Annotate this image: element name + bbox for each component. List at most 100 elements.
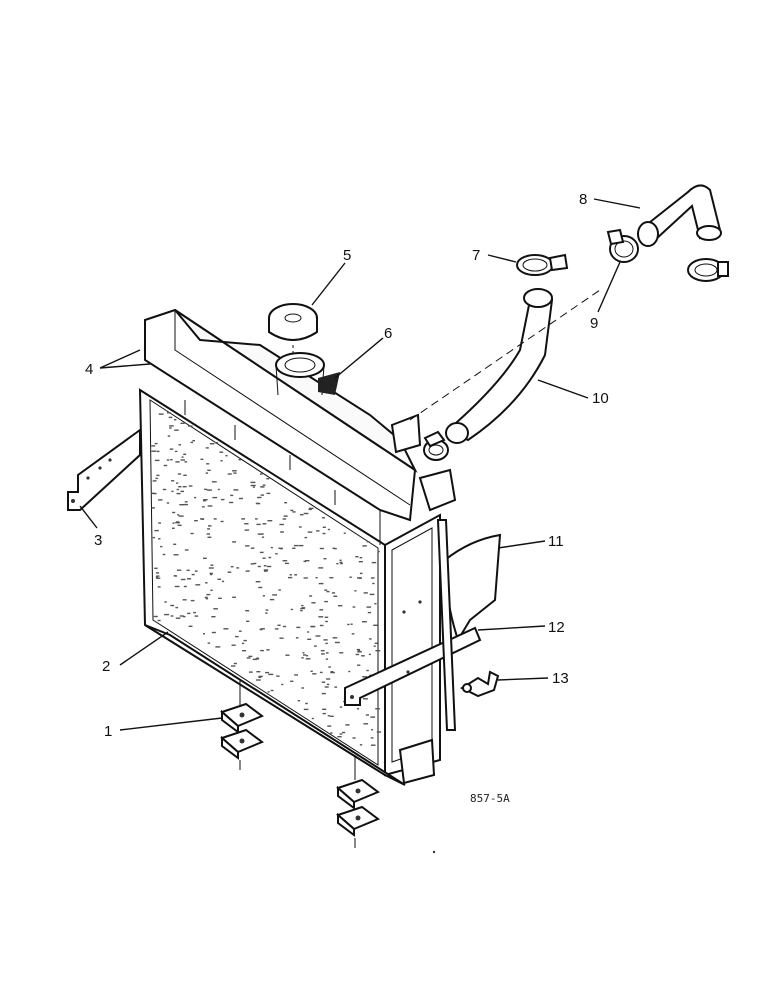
figure-reference-code: 857-5A (470, 792, 510, 805)
core-fin-mark (175, 461, 180, 463)
core-fin-mark (170, 604, 175, 607)
core-fin-mark (260, 649, 264, 652)
core-fin-mark (369, 638, 372, 640)
core-fin-mark (376, 731, 382, 733)
core-fin-mark (294, 574, 298, 576)
core-fin-mark (299, 526, 302, 528)
core-fin-mark (182, 615, 186, 618)
core-fin-mark (259, 551, 264, 554)
core-fin-mark (307, 531, 313, 533)
core-fin-mark (162, 553, 166, 556)
core-fin-mark (241, 518, 245, 520)
core-fin-mark (261, 533, 264, 535)
core-fin-mark (205, 447, 209, 449)
core-fin-mark (284, 502, 288, 504)
core-fin-mark (178, 515, 184, 517)
core-fin-mark (193, 611, 196, 614)
core-fin-mark (232, 596, 236, 598)
core-fin-mark (236, 567, 240, 569)
core-fin-mark (262, 523, 267, 525)
core-fin-mark (326, 678, 331, 680)
core-fin-mark (162, 488, 167, 491)
core-fin-mark (235, 635, 239, 638)
core-fin-mark (267, 691, 270, 693)
core-fin-mark (154, 567, 158, 569)
core-fin-mark (166, 502, 170, 504)
core-fin-mark (167, 412, 171, 414)
core-fin-mark (168, 416, 173, 419)
core-fin-mark (172, 522, 175, 524)
core-fin-mark (255, 658, 260, 660)
core-fin-mark (256, 671, 261, 673)
core-fin-mark (172, 511, 176, 514)
core-fin-mark (245, 545, 250, 547)
core-fin-mark (205, 472, 209, 474)
core-fin-mark (260, 494, 264, 496)
core-fin-mark (356, 648, 360, 651)
core-fin-mark (343, 532, 346, 534)
core-fin-mark (175, 606, 179, 609)
core-fin-mark (340, 562, 343, 565)
core-fin-mark (209, 572, 213, 575)
core-fin-mark (171, 490, 174, 493)
core-fin-mark (207, 642, 211, 644)
core-fin-mark (295, 637, 299, 639)
core-fin-mark (183, 585, 187, 588)
core-fin-mark (184, 501, 188, 503)
core-fin-mark (245, 610, 250, 612)
core-fin-mark (175, 450, 178, 453)
rubber-mounts (220, 680, 380, 848)
core-fin-mark (204, 596, 208, 599)
core-fin-mark (169, 448, 174, 450)
core-fin-mark (266, 565, 272, 568)
core-fin-mark (213, 608, 218, 610)
core-fin-mark (215, 646, 221, 648)
core-fin-mark (277, 624, 281, 626)
core-fin-mark (362, 621, 367, 623)
core-fin-mark (177, 524, 182, 526)
core-fin-mark (231, 665, 236, 667)
core-fin-mark (305, 658, 311, 660)
core-fin-mark (158, 499, 163, 501)
core-fin-mark (249, 671, 253, 673)
core-fin-mark (190, 441, 193, 444)
callout-12: 12 (548, 619, 565, 636)
core-fin-mark (327, 715, 330, 717)
core-fin-mark (207, 489, 212, 491)
core-fin-mark (302, 652, 305, 654)
core-fin-mark (258, 676, 262, 678)
core-fin-mark (283, 515, 288, 517)
core-fin-mark (301, 687, 305, 689)
core-fin-mark (208, 567, 214, 569)
core-fin-mark (257, 565, 261, 568)
core-fin-mark (294, 674, 298, 676)
core-fin-mark (151, 445, 156, 447)
core-fin-mark (312, 673, 317, 675)
core-fin-mark (212, 496, 218, 499)
core-fin-mark (194, 496, 197, 499)
core-fin-mark (322, 532, 326, 535)
core-fin-mark (217, 578, 221, 580)
core-fin-mark (207, 505, 213, 507)
core-fin-mark (158, 413, 164, 415)
core-fin-mark (373, 645, 376, 647)
core-fin-mark (345, 724, 350, 726)
core-fin-mark (326, 590, 330, 593)
core-fin-mark (242, 650, 247, 652)
core-fin-mark (318, 567, 324, 569)
core-fin-mark (357, 664, 361, 666)
core-fin-mark (303, 708, 309, 711)
core-fin-mark (356, 708, 360, 710)
core-fin-mark (169, 427, 172, 429)
core-fin-mark (179, 615, 184, 617)
core-fin-mark (156, 450, 160, 453)
core-fin-mark (330, 671, 334, 673)
core-fin-mark (334, 641, 340, 644)
core-fin-mark (261, 536, 265, 538)
core-fin-mark (300, 514, 304, 516)
core-fin-mark (375, 708, 380, 710)
core-fin-mark (184, 549, 189, 551)
core-fin-mark (334, 686, 338, 688)
core-fin-mark (323, 639, 328, 641)
core-fin-mark (264, 570, 268, 572)
